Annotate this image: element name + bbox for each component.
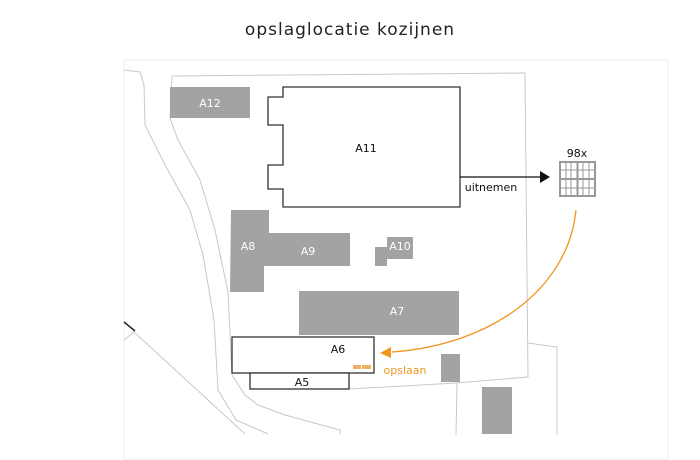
stored-frames-marker: [362, 365, 371, 369]
quantity-label: 98x: [567, 147, 588, 160]
label-a5: A5: [295, 376, 310, 389]
small-building: [441, 354, 460, 382]
road-edge-inner: [169, 75, 341, 434]
building-a11[interactable]: [267, 86, 461, 208]
stored-frames-marker: [353, 365, 361, 369]
store-arrow-head-icon: [380, 347, 391, 358]
window-frame-icon: [559, 161, 596, 197]
diagonal-line: [123, 331, 246, 435]
label-a6: A6: [331, 343, 346, 356]
site-boundary: [171, 72, 529, 390]
lot-line: [455, 382, 458, 436]
take-out-label: uitnemen: [465, 181, 518, 194]
building-a7[interactable]: [299, 291, 459, 335]
building-a12[interactable]: [170, 87, 250, 118]
map-frame: [123, 59, 669, 460]
store-label: opslaan: [384, 364, 427, 377]
neighbor-boundary: [527, 342, 558, 435]
building-a5[interactable]: [249, 372, 350, 390]
label-a12: A12: [199, 97, 221, 110]
label-a11: A11: [355, 142, 377, 155]
road-edge-outer: [123, 69, 269, 435]
label-a10: A10: [389, 240, 411, 253]
building-a8-a9[interactable]: [230, 210, 350, 292]
building-a6[interactable]: [231, 336, 375, 374]
label-a7: A7: [390, 305, 405, 318]
store-arrow: [391, 209, 577, 353]
label-a8: A8: [241, 240, 256, 253]
boundary-marker: [123, 321, 136, 332]
diagram-title: opslaglocatie kozijnen: [244, 20, 456, 40]
label-a9: A9: [301, 245, 316, 258]
building-a10[interactable]: [375, 237, 413, 266]
arrow-head-icon: [540, 171, 550, 183]
neighbor-building: [482, 387, 512, 434]
